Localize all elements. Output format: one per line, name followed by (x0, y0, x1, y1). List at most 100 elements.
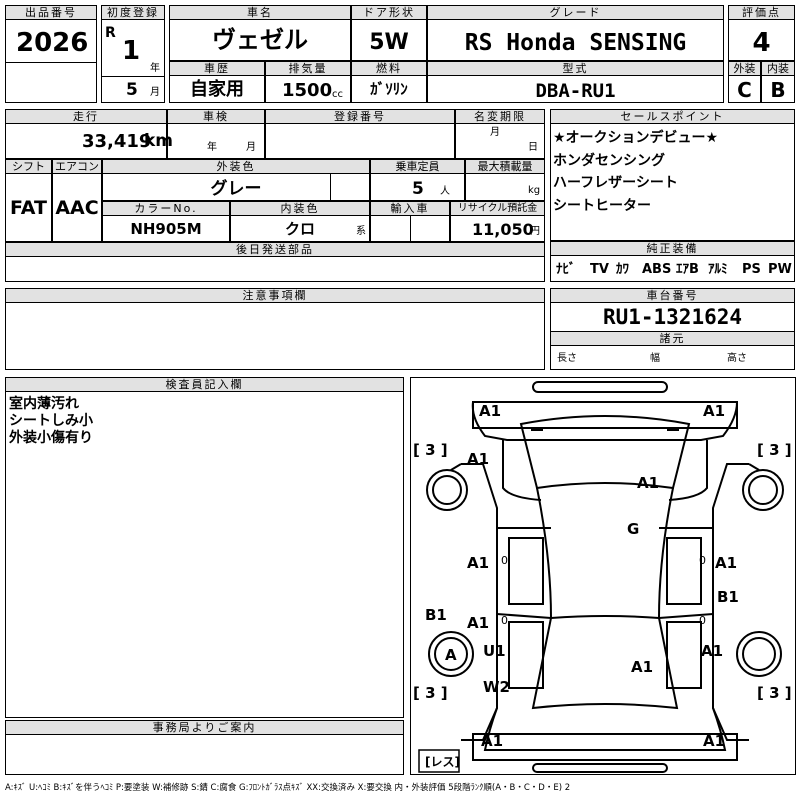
inspector-label: 検査員記入欄 (5, 377, 404, 392)
plate-label: 登録番号 (265, 109, 455, 124)
tire-bracket: [ 3 ] (757, 441, 792, 459)
damage-mark: A1 (481, 732, 503, 750)
damage-mark: A1 (701, 642, 723, 660)
damage-mark: G (627, 520, 639, 538)
car-condition-diagram: 0 0 0 0 A1 A1 A1 A1 G A1 A1 B1 A1 B1 A U… (410, 377, 796, 775)
fuel-value: ｶﾞｿﾘﾝ (370, 80, 408, 98)
ext-grade: C (737, 78, 752, 102)
sales-item: シートヒーター (553, 198, 651, 214)
capacity-label: 乗車定員 (370, 159, 465, 174)
equip-item: TV (590, 262, 609, 277)
damage-mark: A1 (467, 554, 489, 572)
spare-box (418, 749, 460, 773)
damage-mark: W2 (483, 678, 510, 696)
door-mark: 0 (699, 554, 706, 567)
damage-mark: B1 (717, 588, 739, 606)
tire-bracket: [ 3 ] (413, 441, 448, 459)
history-value: 自家用 (190, 79, 244, 100)
dims-height: 高さ (727, 353, 747, 364)
fuel-label: 燃料 (351, 61, 427, 76)
damage-mark: B1 (425, 606, 447, 624)
door-mark: 0 (501, 614, 508, 627)
equip-item: PW (768, 262, 792, 277)
dims-label: 諸元 (550, 331, 795, 346)
era-mark: R (105, 25, 116, 41)
ac-label: エアコン (52, 159, 102, 174)
history-label: 車歴 (169, 61, 265, 76)
mileage-value: 33,419 (82, 131, 152, 152)
colorno-label: カラーNo. (102, 201, 230, 216)
office-label: 事務局よりご案内 (5, 720, 404, 735)
recycle-value: 11,050 (472, 220, 534, 239)
reg-label: 初度登録 (101, 5, 165, 20)
score-value: 4 (752, 28, 771, 58)
inspector-line: 外装小傷有り (9, 430, 93, 446)
legend: A:ｷｽﾞ U:ﾍｺﾐ B:ｷｽﾞを伴うﾍｺﾐ P:要塗装 W:補修跡 S:錆 … (5, 783, 571, 793)
interior-unit: 系 (356, 226, 366, 237)
mileage-label: 走行 (5, 109, 167, 124)
capacity-value: 5 (412, 179, 424, 199)
namechg-day: 日 (528, 142, 538, 153)
car-outline-svg: 0 0 0 0 A1 A1 A1 A1 G A1 A1 B1 A1 B1 A U… (413, 381, 792, 773)
disp-value: 1500 (282, 80, 333, 101)
damage-mark: A1 (703, 732, 725, 750)
tire-bracket: [ 3 ] (413, 684, 448, 702)
damage-mark: U1 (483, 642, 506, 660)
dims-length: 長さ (557, 353, 577, 364)
sales-label: セールスポイント (550, 109, 795, 124)
inspect-year: 年 (207, 142, 217, 153)
notes-label: 注意事項欄 (5, 288, 545, 303)
damage-mark: A1 (479, 402, 501, 420)
lot-label: 出品番号 (5, 5, 97, 20)
equip-item: ｱﾙﾐ (708, 262, 728, 277)
sales-item: ハーフレザーシート (553, 175, 678, 191)
load-unit: kg (528, 185, 541, 196)
ext-label: 外装 (728, 61, 761, 76)
equip-item: ﾅﾋﾞ (556, 262, 576, 277)
equip-item: PS (742, 262, 761, 277)
door-type: 5W (369, 30, 409, 55)
car-name: ヴェゼル (212, 26, 308, 54)
capacity-unit: 人 (440, 186, 450, 197)
ac-value: AAC (55, 197, 99, 219)
score-label: 評価点 (728, 5, 795, 20)
disp-label: 排気量 (265, 61, 351, 76)
equip-item: ｶﾜ (616, 262, 629, 277)
damage-mark: A1 (467, 614, 489, 632)
reg-month-unit: 月 (150, 87, 160, 98)
grade-value: RS Honda SENSING (464, 30, 687, 56)
inspector-line: シートしみ小 (9, 413, 93, 429)
inspector-line: 室内薄汚れ (9, 396, 79, 412)
grade-label: グレード (427, 5, 724, 20)
int-grade: B (770, 78, 786, 102)
model-label: 型式 (427, 61, 724, 76)
load-label: 最大積載量 (465, 159, 545, 174)
colorno-value: NH905M (130, 220, 202, 238)
damage-mark: A (445, 646, 457, 664)
spare-label: [レス] (425, 755, 460, 769)
sales-item: ★オークションデビュー★ (553, 130, 719, 146)
damage-mark: A1 (715, 554, 737, 572)
equip-item: ABS (642, 262, 672, 277)
recycle-label: リサイクル預託金 (450, 201, 545, 216)
inspect-month: 月 (246, 142, 256, 153)
damage-mark: A1 (637, 474, 659, 492)
inspect-label: 車検 (167, 109, 265, 124)
color-label: 外装色 (102, 159, 370, 174)
equip-item: ｴｱB (676, 262, 699, 277)
damage-mark: A1 (631, 658, 653, 676)
door-mark: 0 (699, 614, 706, 627)
disp-unit: cc (332, 89, 343, 100)
dims-width: 幅 (650, 353, 660, 364)
shift-value: FAT (10, 197, 47, 219)
name-label: 車名 (169, 5, 351, 20)
tire-bracket: [ 3 ] (757, 684, 792, 702)
later-label: 後日発送部品 (5, 242, 545, 257)
lot-number: 2026 (16, 28, 89, 58)
recycle-unit: 円 (530, 226, 540, 237)
chassis-number: RU1-1321624 (602, 305, 743, 329)
color-divider (330, 174, 331, 201)
lot-divider (5, 62, 97, 63)
namechg-month: 月 (490, 127, 500, 138)
reg-month: 5 (126, 80, 138, 100)
